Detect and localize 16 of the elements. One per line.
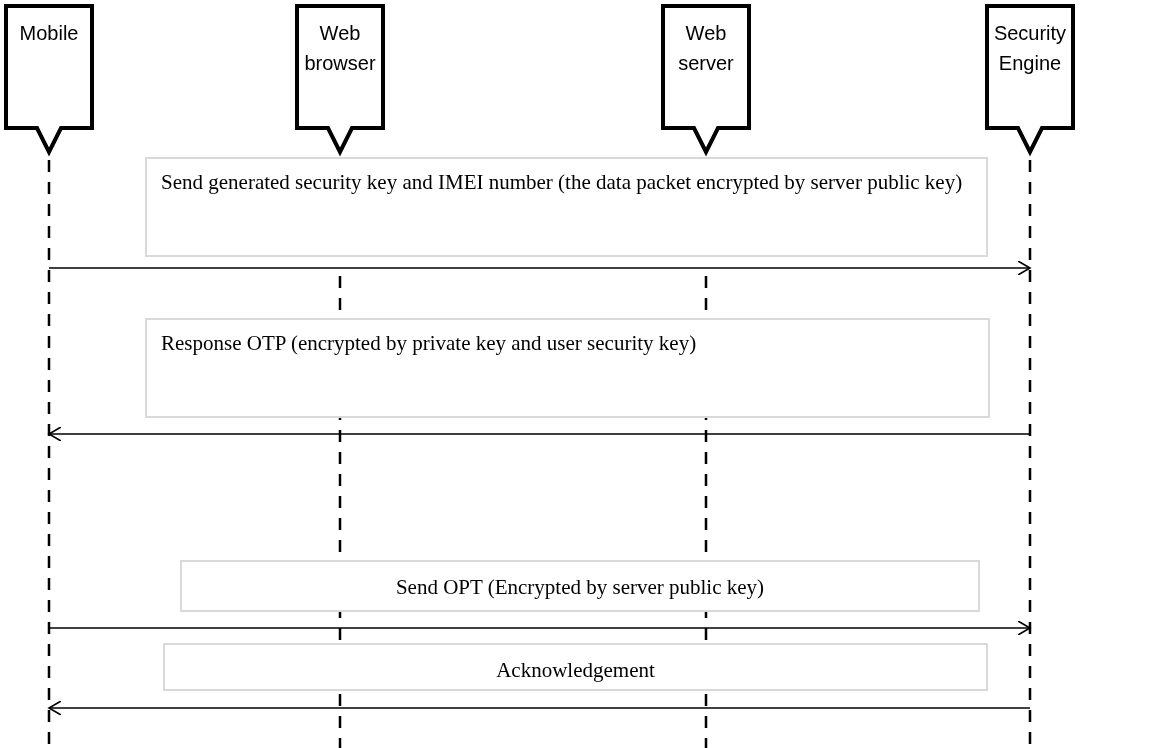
participant-name: Mobile	[18, 21, 80, 46]
message-text: Send OPT (Encrypted by server public key)	[395, 574, 765, 601]
message-arrow	[48, 260, 1031, 276]
message-box	[163, 643, 988, 691]
participant-name: Security Engine	[992, 21, 1068, 76]
message-box	[145, 318, 990, 418]
participant-name: Web browser	[303, 21, 377, 76]
message-arrow	[48, 426, 1031, 442]
message-arrow	[48, 700, 1031, 716]
message-arrow	[48, 620, 1031, 636]
message-box	[145, 157, 988, 257]
message-box	[180, 560, 980, 612]
message-text: Acknowledgement	[496, 657, 655, 684]
message-text: Send generated security key and IMEI number (the data packet encrypted by server public key)	[161, 169, 963, 196]
participant-name: Web server	[677, 21, 735, 76]
message-text: Response OTP (encrypted by private key and user security key)	[161, 330, 697, 357]
